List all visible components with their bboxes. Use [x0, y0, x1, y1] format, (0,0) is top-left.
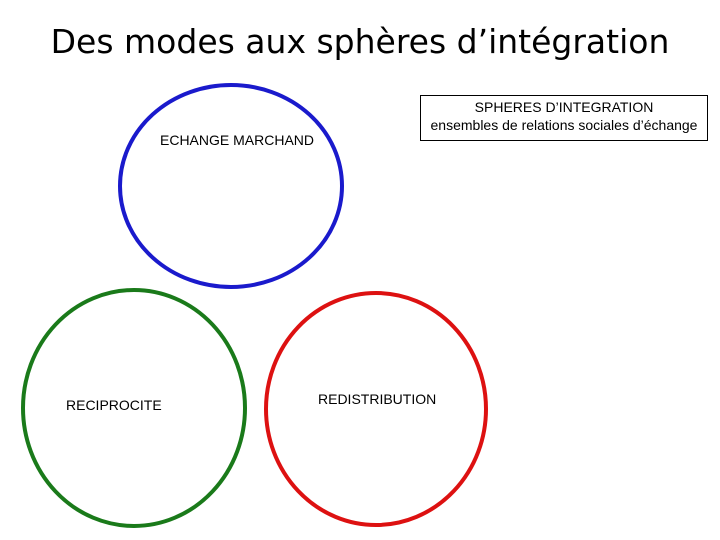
- sphere-reciprocite-label: RECIPROCITE: [66, 397, 162, 413]
- slide-title: Des modes aux sphères d’intégration: [50, 22, 670, 61]
- sphere-redistribution-label: REDISTRIBUTION: [318, 391, 437, 407]
- sphere-echange-circle: [118, 83, 344, 289]
- sphere-redistribution-circle: [264, 291, 488, 527]
- spheres-legend-box: SPHERES D’INTEGRATION ensembles de relat…: [420, 95, 708, 141]
- legend-title: SPHERES D’INTEGRATION: [474, 99, 654, 115]
- sphere-reciprocite-circle: [21, 288, 247, 528]
- sphere-echange-label: ECHANGE MARCHAND: [160, 132, 315, 148]
- legend-subtitle: ensembles de relations sociales d’échang…: [430, 117, 698, 133]
